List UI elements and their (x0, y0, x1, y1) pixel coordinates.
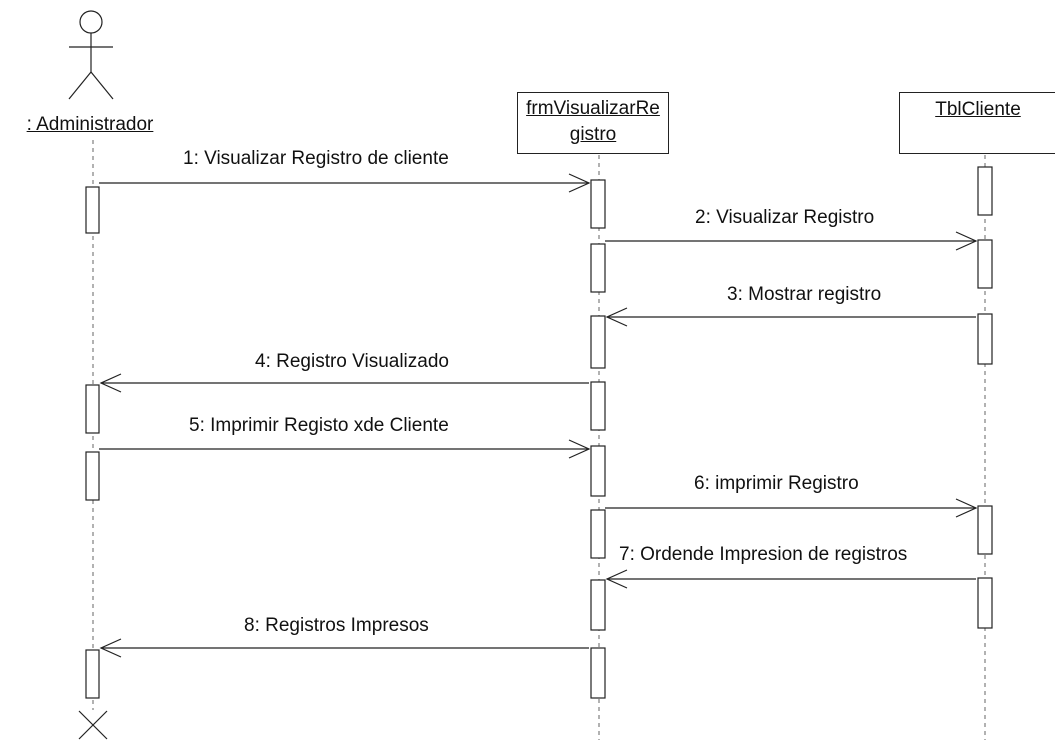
table-name-label: TblCliente (935, 99, 1021, 120)
actor-activation-3 (85, 451, 100, 501)
form-participant-box: frmVisualizarRe gistro (517, 92, 669, 154)
actor-figure-icon (68, 10, 114, 100)
table-activation-4 (977, 505, 993, 555)
table-participant-box: TblCliente (899, 92, 1055, 154)
message-4-arrowhead-icon (99, 373, 122, 393)
message-8-label: 8: Registros Impresos (244, 615, 429, 636)
message-6-label: 6: imprimir Registro (694, 473, 859, 494)
message-7-arrowhead-icon (605, 569, 628, 589)
message-5-arrowhead-icon (568, 439, 591, 459)
form-name-line2: gistro (569, 124, 617, 145)
table-activation-2 (977, 239, 993, 289)
table-activation-3 (977, 313, 993, 365)
message-3-label: 3: Mostrar registro (727, 284, 882, 305)
form-activation-3 (590, 315, 606, 369)
form-activation-1 (590, 179, 606, 229)
actor-activation-2 (85, 384, 100, 434)
form-activation-4 (590, 381, 606, 431)
message-1-label: 1: Visualizar Registro de cliente (183, 148, 449, 169)
table-activation-1 (977, 166, 993, 216)
actor-activation-4 (85, 649, 100, 699)
message-4-label: 4: Registro Visualizado (255, 351, 449, 372)
message-1-arrowhead-icon (568, 173, 591, 193)
message-6-arrowhead-icon (955, 498, 978, 518)
destroy-x-icon (78, 710, 108, 740)
form-activation-7 (590, 579, 606, 631)
message-5-label: 5: Imprimir Registo xde Cliente (189, 415, 449, 436)
table-activation-5 (977, 577, 993, 629)
form-name-line1: frmVisualizarRe (526, 98, 660, 119)
form-activation-6 (590, 509, 606, 559)
message-3-arrowhead-icon (605, 307, 628, 327)
actor-name-label: : Administrador (26, 114, 154, 135)
message-7-label: 7: Ordende Impresion de registros (619, 544, 908, 565)
actor-activation-1 (85, 186, 100, 234)
form-activation-8 (590, 647, 606, 699)
message-2-label: 2: Visualizar Registro (695, 207, 875, 228)
form-activation-5 (590, 445, 606, 497)
form-activation-2 (590, 243, 606, 293)
message-2-arrowhead-icon (955, 231, 978, 251)
message-8-arrowhead-icon (99, 638, 122, 658)
